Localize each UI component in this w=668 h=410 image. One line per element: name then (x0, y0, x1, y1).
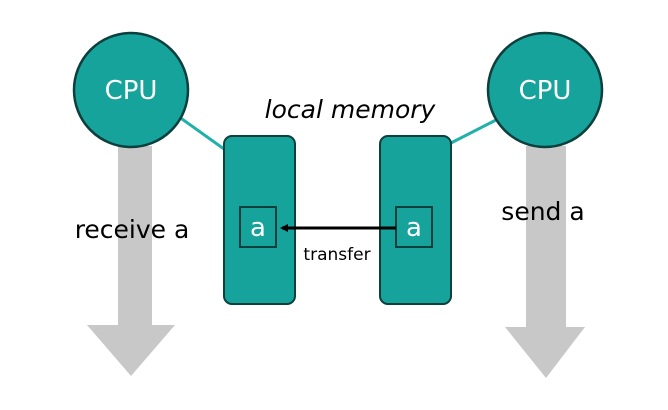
left-cpu-node: CPU (72, 31, 190, 149)
right-timeline-arrow (505, 146, 585, 378)
right-cpu-node: CPU (486, 31, 604, 149)
left-cpu-label: CPU (105, 76, 158, 106)
left-cpu-circle (72, 31, 190, 149)
right-local-memory: a (379, 135, 452, 305)
left-local-memory: a (223, 135, 296, 305)
left-timeline-arrow (87, 146, 175, 376)
right-memory-cell (395, 206, 433, 248)
left-cpu-memory-connector (174, 112, 225, 151)
left-memory-cell (239, 206, 277, 248)
receive-label: receive a (75, 215, 190, 244)
right-cpu-circle (486, 31, 604, 149)
transfer-label: transfer (303, 245, 370, 265)
left-cell-label: a (250, 213, 266, 243)
send-label: send a (501, 197, 584, 226)
right-cpu-memory-connector (446, 118, 497, 147)
local-memory-label: local memory (265, 95, 437, 124)
right-cpu-label: CPU (519, 76, 572, 106)
right-cell-label: a (406, 213, 422, 243)
